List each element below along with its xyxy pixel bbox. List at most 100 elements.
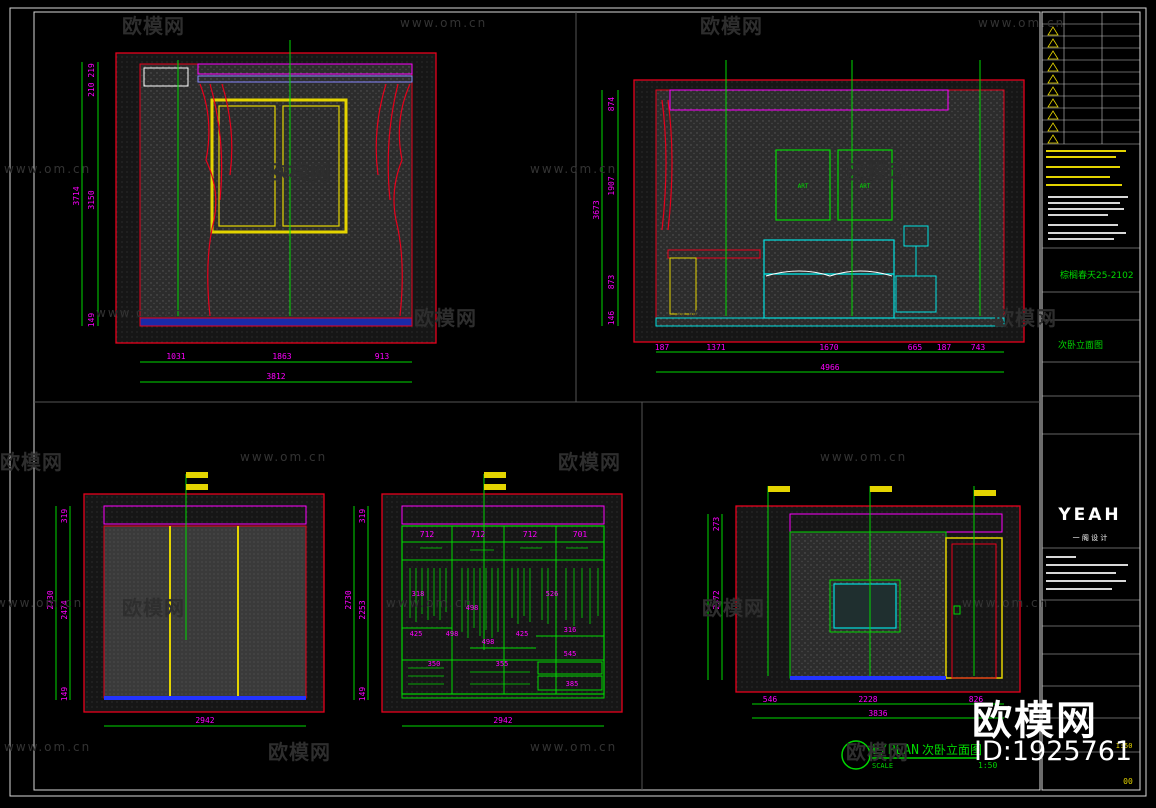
elevation-wardrobe-doors: 319 2730 2474 149 2942 (46, 472, 325, 727)
ceiling-line (103, 505, 307, 525)
painting-label: ART (860, 183, 871, 190)
window-pane (282, 105, 340, 227)
desk (667, 249, 761, 259)
revision-table (1042, 12, 1140, 145)
watermark-brand-large: 欧模网 (972, 698, 1098, 744)
caption-symbol (841, 740, 871, 770)
dim-label: 318 (412, 590, 425, 598)
caption-scale: 1:50 (978, 761, 997, 770)
dim-label: 526 (546, 590, 559, 598)
dim-label: 3714 (72, 186, 81, 205)
dim-label: 316 (564, 626, 577, 634)
painting (775, 149, 831, 221)
dim-label: 425 (410, 630, 423, 638)
dim-label: 873 (607, 275, 616, 290)
tag (484, 484, 506, 490)
curtain (661, 99, 673, 231)
dim-label: 425 (516, 630, 529, 638)
inner-frame (33, 11, 1041, 791)
dim-label: 665 (908, 343, 923, 352)
bed-duvet (765, 270, 893, 277)
dim-label: 1031 (166, 352, 185, 361)
floor-line (104, 696, 306, 700)
tag (768, 486, 790, 492)
company-logo: YEAH 一 阁 设 计 (1057, 505, 1121, 542)
company-info (1046, 556, 1128, 590)
dim-label: 498 (482, 638, 495, 646)
drawer (537, 675, 603, 691)
dim-label: 187 (655, 343, 670, 352)
window-pane (218, 105, 276, 227)
ceiling-line (669, 89, 949, 111)
ceiling-line (197, 63, 413, 75)
dim-label: 1907 (607, 176, 616, 195)
dim-label: 712 (420, 530, 435, 539)
elevation-wardrobe-interior: 319 2730 2253 149 712 712 712 701 318 49… (344, 472, 623, 727)
curtain-left (199, 83, 233, 317)
dim-label: 319 (358, 509, 367, 524)
drawing-caption: E/PLAN SCALE 次卧立面图 1:50 (841, 740, 997, 770)
tag (870, 486, 892, 492)
tv-screen (833, 583, 897, 629)
elevation-bed-wall: ART ART 874 1907 3673 873 146 187 1371 1… (592, 60, 1025, 373)
dim-label: 350 (428, 660, 441, 668)
ceiling-line (401, 505, 605, 525)
dim-label: 187 (937, 343, 952, 352)
dim-label: 1670 (819, 343, 838, 352)
dim-label: 2942 (493, 716, 512, 725)
dim-label: 712 (471, 530, 486, 539)
company-cn: 一 阁 设 计 (1073, 533, 1108, 542)
dim-label: 3836 (868, 709, 887, 718)
watermark-id: ID:1925761 (974, 736, 1133, 767)
scale-value: 1:50 (1116, 742, 1133, 750)
caption-cn: 次卧立面图 (922, 742, 982, 757)
wardrobe-doors (103, 525, 307, 699)
dim-label: 913 (375, 352, 390, 361)
tag (484, 472, 506, 478)
elevation-tv-door-wall: 273 2372 546 2228 826 3836 (707, 486, 1021, 719)
dim-label: 498 (466, 604, 479, 612)
dim-label: 210 219 (87, 63, 96, 97)
project-name: 棕榈春天25-2102 (1060, 269, 1134, 281)
dim-label: 498 (446, 630, 459, 638)
dim-label: 149 (60, 687, 69, 702)
painting (837, 149, 893, 221)
tv-frame (829, 579, 901, 633)
tag (186, 472, 208, 478)
dim-label: 149 (358, 687, 367, 702)
window-frame (210, 98, 348, 234)
dim-label: 3812 (266, 372, 285, 381)
caption-en: E/PLAN (872, 743, 919, 758)
sheet-number: 00 (1123, 777, 1133, 786)
painting-label: ART (798, 183, 809, 190)
dim-label: 874 (607, 97, 616, 112)
title-block: 棕榈春天25-2102 次卧立面图 YEAH 一 阁 设 计 1:50 00 (1041, 11, 1141, 791)
warning-icons (1047, 26, 1059, 144)
dim-label: 2942 (195, 716, 214, 725)
dim-label: 743 (971, 343, 986, 352)
dim-label: 1863 (272, 352, 291, 361)
dim-label: 545 (564, 650, 577, 658)
company-en: YEAH (1057, 505, 1121, 525)
dim-label: 149 (87, 313, 96, 328)
dim-label: 355 (496, 660, 509, 668)
dim-label: 3150 (87, 190, 96, 209)
dim-label: 2253 (358, 600, 367, 619)
dim-label: 319 (60, 509, 69, 524)
notes-text (1046, 150, 1126, 186)
dim-label: 2730 (344, 590, 353, 609)
caption-sub: SCALE (872, 762, 893, 770)
door-handle (953, 605, 961, 615)
floor-line (655, 317, 1005, 327)
drawing-name: 次卧立面图 (1058, 339, 1103, 351)
notes-text (1048, 196, 1128, 240)
floor-line (790, 676, 946, 680)
air-conditioner (143, 67, 189, 87)
tag (974, 490, 996, 496)
dim-label: 826 (969, 695, 984, 704)
floor-line (401, 693, 605, 699)
floor-line (139, 317, 413, 327)
wall-face (139, 63, 413, 327)
